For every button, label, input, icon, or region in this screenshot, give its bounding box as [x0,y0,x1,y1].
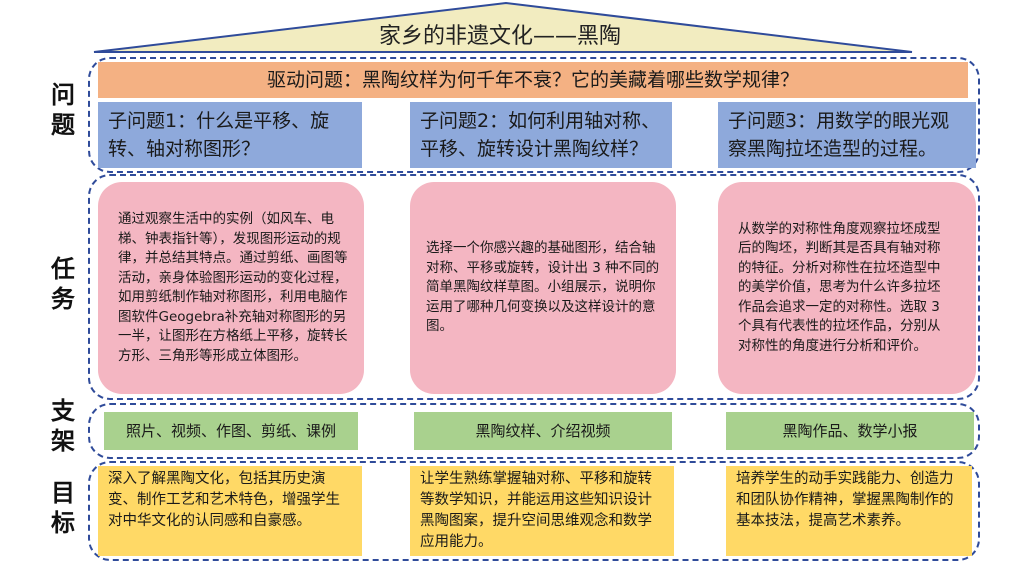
page-title: 家乡的非遗文化——黑陶 [378,24,621,49]
task-card-2: 选择一个你感兴趣的基础图形，结合轴对称、平移或旋转，设计出 3 种不同的简单黑陶… [410,182,676,394]
row-label-char: 务 [51,285,75,313]
row-label-questions: 问 题 [46,80,80,140]
sub-question-2: 子问题2：如何利用轴对称、平移、旋转设计黑陶纹样？ [410,102,672,168]
task-text: 选择一个你感兴趣的基础图形，结合轴对称、平移或旋转，设计出 3 种不同的简单黑陶… [426,240,660,335]
header-roof-shape [93,1,913,53]
row-label-char: 架 [51,427,75,455]
support-item-1: 照片、视频、作图、剪纸、课例 [104,412,358,450]
row-label-char: 题 [51,111,75,139]
row-label-char: 任 [51,255,75,283]
row-label-char: 标 [51,509,75,537]
task-text: 通过观察生活中的实例（如风车、电梯、钟表指针等），发现图形运动的规律，并总结其特… [118,211,348,364]
support-row-frame [88,403,980,459]
task-text: 从数学的对称性角度观察拉坯成型后的陶坯，判断其是否具有轴对称的特征。分析对称性在… [738,220,941,354]
support-item-3: 黑陶作品、数学小报 [726,412,974,450]
tasks-row-frame [88,174,980,400]
goal-card-3: 培养学生的动手实践能力、创造力和团队协作精神，掌握黑陶制作的基本技法，提高艺术素… [726,466,972,556]
task-card-1: 通过观察生活中的实例（如风车、电梯、钟表指针等），发现图形运动的规律，并总结其特… [98,182,364,394]
driving-question: 驱动问题：黑陶纹样为何千年不衰？它的美藏着哪些数学规律？ [98,62,968,98]
row-label-char: 目 [51,479,75,507]
goals-row-frame [88,461,980,561]
row-label-char: 问 [51,81,75,109]
row-label-char: 支 [51,397,75,425]
row-label-tasks: 任 务 [46,254,80,314]
row-label-goals: 目 标 [46,478,80,538]
questions-row-frame [88,57,980,173]
support-item-2: 黑陶纹样、介绍视频 [414,412,672,450]
sub-question-3: 子问题3：用数学的眼光观察黑陶拉坯造型的过程。 [718,102,976,168]
sub-question-1: 子问题1：什么是平移、旋转、轴对称图形？ [98,102,362,168]
task-card-3: 从数学的对称性角度观察拉坯成型后的陶坯，判断其是否具有轴对称的特征。分析对称性在… [718,182,976,394]
goal-card-1: 深入了解黑陶文化，包括其历史演变、制作工艺和艺术特色，增强学生对中华文化的认同感… [98,466,362,556]
goal-card-2: 让学生熟练掌握轴对称、平移和旋转等数学知识，并能运用这些知识设计黑陶图案，提升空… [410,466,674,556]
row-label-support: 支 架 [46,396,80,456]
